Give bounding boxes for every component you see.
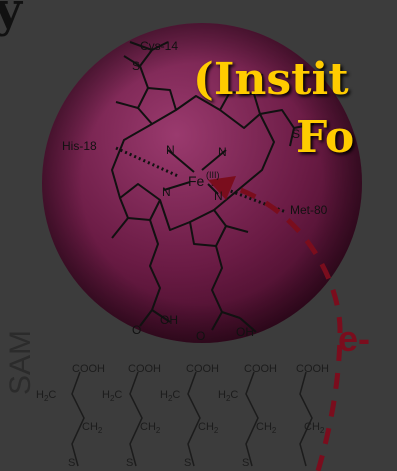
sam-monolayer: COOH H2C CH2 S COOH H2C CH2 S COOH H2C C… [36,363,329,469]
cooh-4: COOH [244,363,277,375]
sam-chain-2: COOH H2C CH2 S [102,363,161,469]
cooh-2: COOH [128,363,161,375]
carboxyl-oxygen-right: O [196,329,205,343]
sulfur-2: S [126,457,133,469]
sam-chain-1: COOH H2C CH2 S [36,363,105,469]
nitrogen-label-2: N [218,145,227,159]
ch2-4: CH2 [256,421,277,435]
electron-transfer-path [213,179,343,471]
carboxyl-oh-left: OH [160,313,178,327]
sam-label: SAM [4,329,37,395]
h2c-1: H2C [36,389,56,403]
cys-label: Cys-14 [140,39,178,53]
sulfur-4: S [242,457,249,469]
cooh-5: COOH [296,363,329,375]
carboxyl-oh-right: OH [236,325,254,339]
porphyrin-structure [111,41,315,333]
structure-labels: Cys-14 S His-18 Met-80 Fe (III) N N N N … [62,39,328,343]
sam-chain-5: COOH CH2 [296,363,329,467]
sam-chain-3: COOH H2C CH2 S [160,363,219,469]
iron-label: Fe [188,173,205,189]
nitrogen-label-3: N [162,185,171,199]
clipped-heading-letter: y [0,0,22,38]
h2c-3: H2C [160,389,180,403]
h2c-2: H2C [102,389,122,403]
sulfur-1: S [68,457,75,469]
nitrogen-label-4: N [214,189,223,203]
electron-label: e- [338,318,371,359]
sulfur-3: S [184,457,191,469]
cooh-3: COOH [186,363,219,375]
title-line-1: (Instit [193,54,349,105]
sam-chain-4: COOH H2C CH2 S [218,363,277,469]
ch2-1: CH2 [82,421,103,435]
iron-oxidation-label: (III) [206,170,220,180]
electron-arrow-head [208,176,236,200]
carboxyl-oxygen-left: O [132,323,141,337]
nitrogen-label-1: N [166,143,175,157]
his-label: His-18 [62,139,97,153]
h2c-4: H2C [218,389,238,403]
ch2-3: CH2 [198,421,219,435]
title-line-2: Fo [296,112,355,163]
sulfur-top-label: S [132,59,140,73]
ch2-2: CH2 [140,421,161,435]
sulfur-right-label: S [292,127,300,141]
ch2-5: CH2 [304,421,325,435]
cooh-1: COOH [72,363,105,375]
met-label: Met-80 [290,203,328,217]
